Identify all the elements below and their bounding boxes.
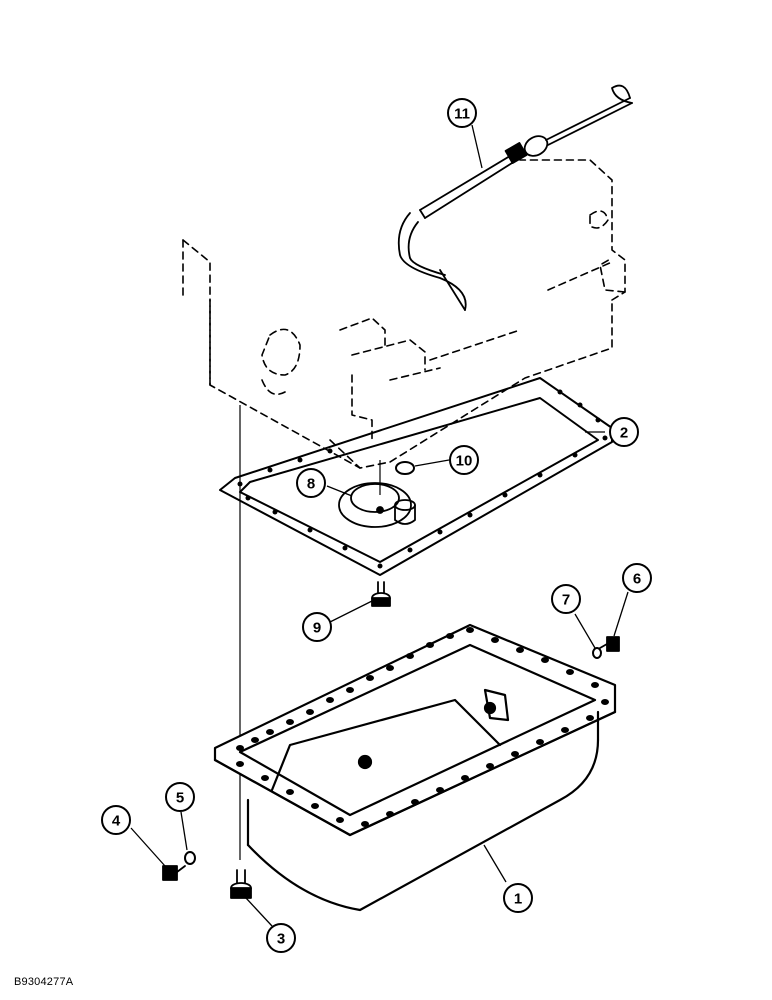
callout-label: 11 — [454, 106, 470, 123]
pan-bolt-lower — [230, 869, 252, 899]
callout-label: 5 — [176, 790, 184, 807]
callout-11: 11 — [447, 98, 477, 128]
callout-label: 4 — [112, 813, 121, 830]
callout-circle — [296, 468, 326, 498]
callout-circle — [449, 445, 479, 475]
callout-5: 5 — [165, 782, 195, 812]
callout-label: 7 — [562, 592, 570, 609]
callout-8: 8 — [296, 468, 326, 498]
dipstick — [397, 84, 633, 311]
callout-circle — [101, 805, 131, 835]
callout-circle — [609, 417, 639, 447]
callout-6: 6 — [622, 563, 652, 593]
engine-block-phantom — [182, 159, 626, 469]
washer-right — [592, 647, 602, 659]
callout-circle — [551, 584, 581, 614]
washer-left — [184, 851, 196, 865]
callout-bubbles: 1 2 3 4 5 6 7 8 9 10 11 — [101, 98, 652, 953]
callout-circle — [447, 98, 477, 128]
pan-bolt — [371, 581, 391, 607]
callout-9: 9 — [302, 612, 332, 642]
callout-label: 6 — [633, 571, 641, 588]
callout-1: 1 — [503, 883, 533, 913]
drain-plug-right — [599, 636, 620, 652]
o-ring — [395, 461, 415, 475]
callout-label: 2 — [620, 425, 628, 442]
alignment-lines — [239, 405, 381, 860]
callout-3: 3 — [266, 923, 296, 953]
figure-reference-code: B9304277A — [14, 976, 74, 988]
callout-circle — [266, 923, 296, 953]
callout-circle — [302, 612, 332, 642]
callout-label: 3 — [277, 931, 285, 948]
leader-lines — [130, 124, 629, 927]
callout-label: 1 — [514, 891, 522, 908]
oil-pickup — [338, 482, 416, 528]
callout-label: 9 — [313, 620, 321, 637]
callout-circle — [503, 883, 533, 913]
callout-7: 7 — [551, 584, 581, 614]
callout-label: 8 — [307, 476, 315, 493]
callout-10: 10 — [449, 445, 479, 475]
callout-label: 10 — [456, 453, 473, 470]
oil-pan — [213, 623, 617, 912]
callout-4: 4 — [101, 805, 131, 835]
drain-plug-left — [162, 865, 186, 881]
callout-circle — [165, 782, 195, 812]
callout-2: 2 — [609, 417, 639, 447]
oil-pan-gasket — [219, 377, 613, 576]
callout-circle — [622, 563, 652, 593]
